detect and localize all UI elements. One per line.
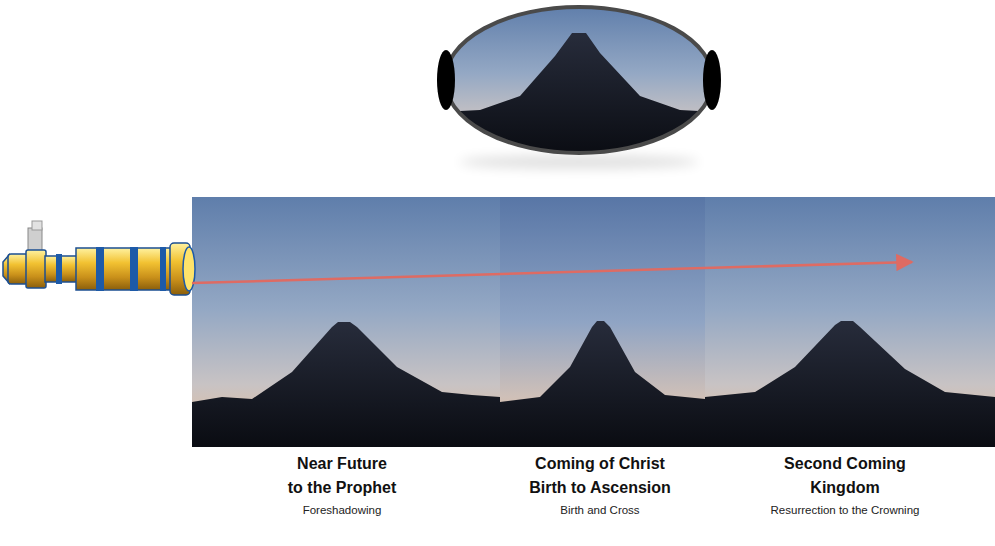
sight-arrow	[192, 262, 912, 283]
oval-frame	[445, 7, 713, 153]
oval-mountain	[440, 33, 720, 157]
telescope-knob-cap	[32, 221, 42, 230]
mountain-silhouette	[500, 321, 705, 447]
telescope-band	[160, 247, 166, 291]
telescope-band	[96, 247, 104, 291]
mountain-silhouette	[192, 322, 500, 447]
era-heading: Coming of Christ Birth to Ascension	[490, 452, 710, 500]
eyepiece-left	[437, 50, 455, 110]
telescope-band	[130, 247, 138, 291]
panel-sky	[500, 197, 705, 447]
oval-shadow	[459, 155, 699, 169]
era-heading: Second Coming Kingdom	[715, 452, 975, 500]
era-subtitle: Resurrection to the Crowning	[715, 501, 975, 519]
telescope-knob	[28, 228, 42, 252]
mountain-panel	[500, 197, 705, 447]
caption-block: Second Coming KingdomResurrection to the…	[715, 452, 975, 522]
era-subtitle: Birth and Cross	[490, 501, 710, 519]
telescope-eyepiece	[8, 254, 28, 284]
telescope-segment	[26, 250, 46, 288]
eyepiece-right	[703, 50, 721, 110]
mountain-panel	[705, 197, 995, 447]
telescope-band	[56, 254, 62, 284]
oval-view	[440, 5, 720, 157]
telescope-tube	[76, 248, 174, 290]
mountain-silhouette	[705, 321, 995, 447]
panel-sky	[192, 197, 500, 447]
oval-sky	[440, 5, 720, 157]
telescope-lens	[183, 247, 195, 291]
telescope	[3, 221, 195, 295]
era-heading: Near Future to the Prophet	[197, 452, 487, 500]
panel-sky	[705, 197, 995, 447]
caption-block: Coming of Christ Birth to AscensionBirth…	[490, 452, 710, 522]
era-subtitle: Foreshadowing	[197, 501, 487, 519]
mountain-panel	[192, 197, 500, 447]
caption-block: Near Future to the ProphetForeshadowing	[197, 452, 487, 522]
